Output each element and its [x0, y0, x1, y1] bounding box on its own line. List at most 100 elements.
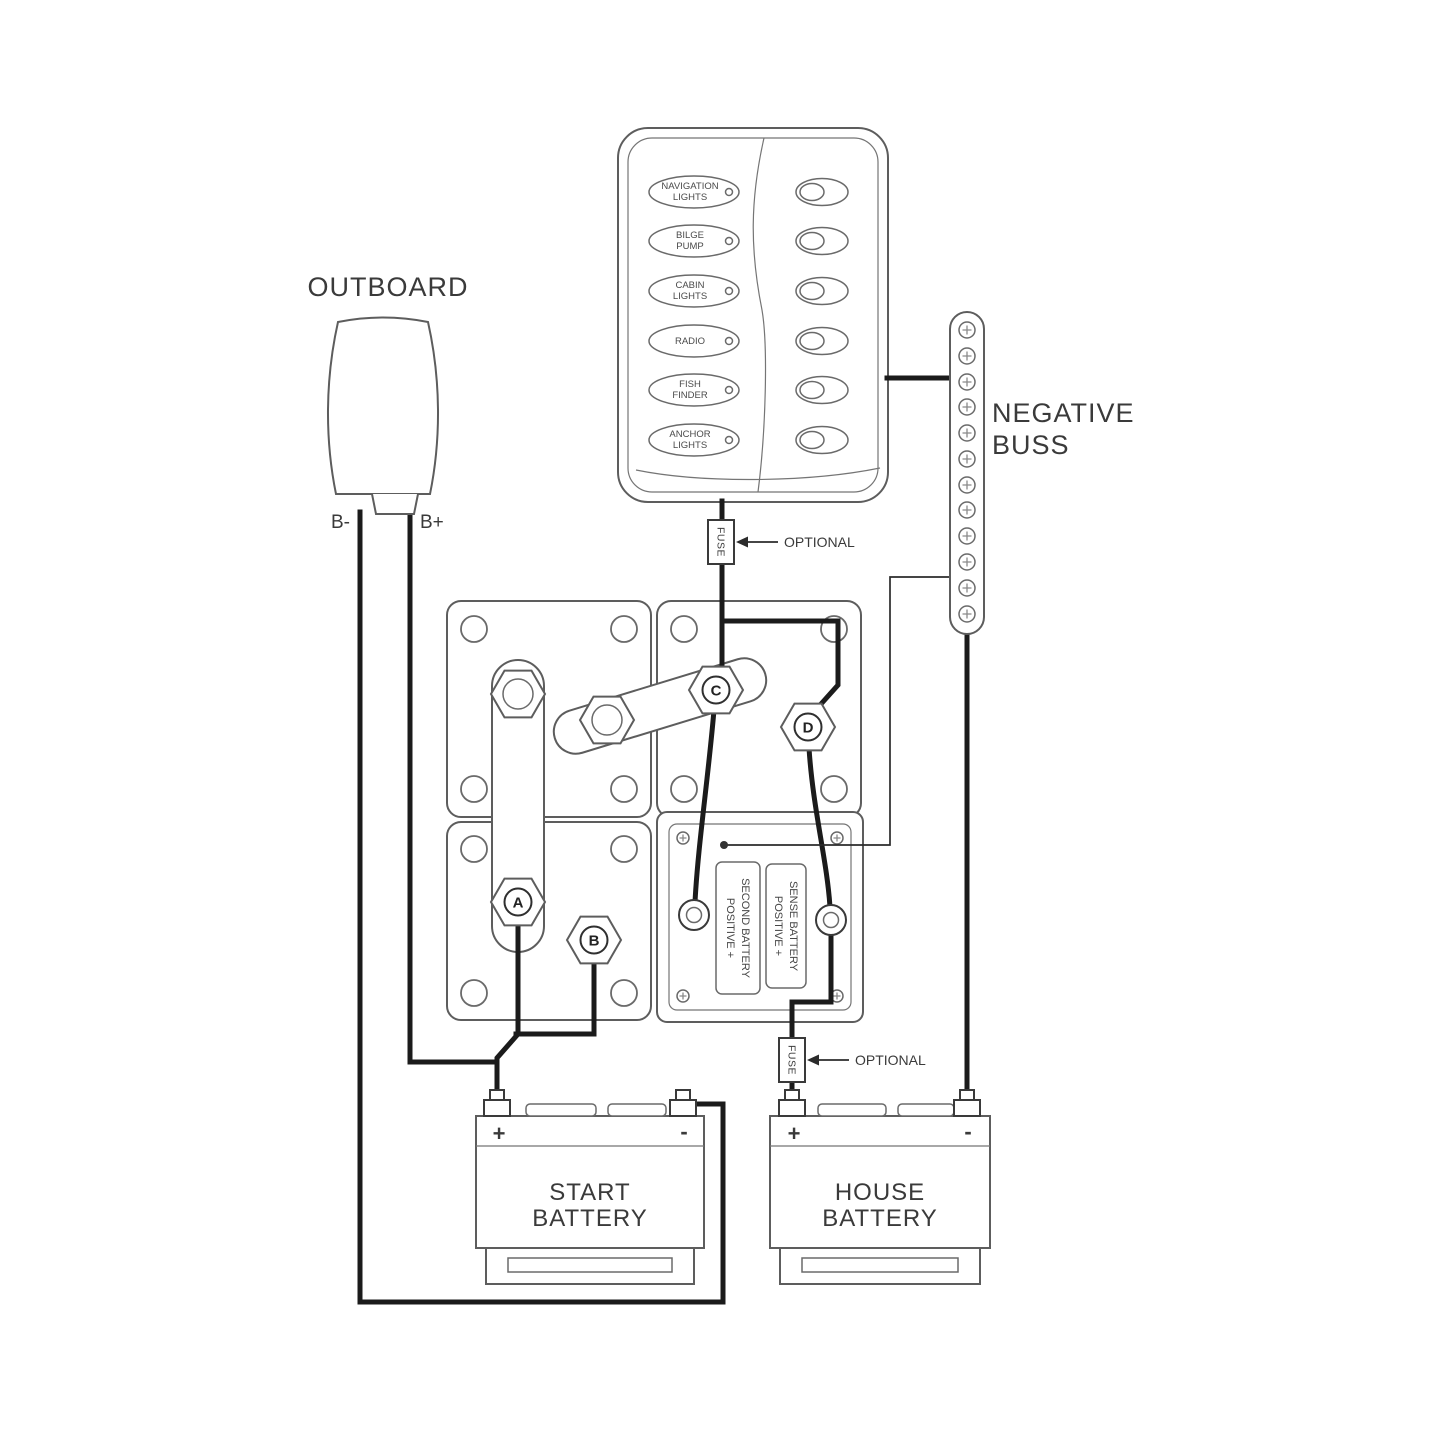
battery-base-slot	[507, 1257, 673, 1273]
switch-label-line2: LIGHTS	[673, 291, 707, 302]
battery-body	[475, 1115, 705, 1249]
terminal-a: A	[489, 877, 547, 927]
switch-panel-body	[617, 127, 889, 503]
negative-label: -	[680, 1119, 687, 1144]
terminal-letter: A	[513, 895, 524, 912]
screw-icon	[958, 398, 976, 416]
positive-label: +	[788, 1121, 801, 1146]
optional-arrow-icon	[807, 1054, 819, 1066]
optional-label: OPTIONAL	[855, 1052, 926, 1068]
switch-panel: NAVIGATION LIGHTS BILGE PUMP CABIN LIGHT…	[617, 127, 889, 503]
switch-label-line1: NAVIGATION	[661, 181, 718, 192]
indicator-light-icon	[724, 336, 734, 346]
mount-hole	[460, 775, 488, 803]
negative-label: -	[964, 1119, 971, 1144]
terminal-b: B	[565, 915, 623, 965]
wire-acr-ground-to-buss	[726, 576, 951, 846]
rocker-switch-button	[799, 281, 825, 301]
terminal-c: C	[687, 665, 745, 715]
switch-label-line1: ANCHOR	[669, 429, 710, 440]
switch-row-navigation-lights: NAVIGATION LIGHTS	[648, 175, 849, 209]
battery-name-line1: START	[549, 1179, 630, 1206]
fuse-body	[778, 1037, 806, 1083]
positive-label: +	[493, 1121, 506, 1146]
acr-ground-point	[720, 841, 728, 849]
optional-label: OPTIONAL	[784, 534, 855, 550]
rocker-switch-button	[799, 380, 825, 400]
fuse-label: FUSE	[786, 1045, 798, 1075]
mount-hole	[460, 979, 488, 1007]
indicator-light-icon	[724, 385, 734, 395]
switch-label-oval	[648, 175, 740, 209]
switch-row-bilge-pump: BILGE PUMP	[648, 224, 849, 258]
terminal-post-base	[953, 1099, 981, 1117]
indicator-light-icon	[724, 236, 734, 246]
terminal-letter: C	[711, 683, 722, 700]
terminal-letter-circle	[503, 887, 533, 917]
battery-name-line1: HOUSE	[835, 1179, 925, 1206]
fuse-bottom: FUSE OPTIONAL	[778, 1037, 926, 1083]
mount-hole	[820, 775, 848, 803]
screw-icon	[958, 527, 976, 545]
outboard-title: OUTBOARD	[307, 272, 468, 302]
mount-hole	[670, 775, 698, 803]
acr-label-line2: POSITIVE +	[772, 896, 784, 956]
battery-cell-caps	[897, 1103, 955, 1117]
battery-terminal-posts	[483, 1089, 981, 1117]
switch-row-radio: RADIO	[648, 324, 849, 358]
switch-label-oval	[648, 324, 740, 358]
screw-icon	[958, 605, 976, 623]
screw-icon	[958, 476, 976, 494]
mount-hole	[610, 615, 638, 643]
terminal-post-base	[483, 1099, 511, 1117]
switch-label-line2: LIGHTS	[673, 440, 707, 451]
switch-label-line2: PUMP	[676, 241, 703, 252]
acr-sense-battery-label: SENSE BATTERY POSITIVE +	[772, 881, 799, 972]
outboard-mount	[371, 493, 419, 515]
screw-icon	[958, 553, 976, 571]
switch-label-oval	[648, 274, 740, 308]
screw-icon	[958, 321, 976, 339]
wire-acr-to-fuse-bottom	[789, 931, 834, 1043]
battery-cell-caps	[607, 1103, 667, 1117]
acr-label-line1: SENSE BATTERY	[787, 881, 799, 972]
indicator-light-icon	[724, 187, 734, 197]
terminal-d: D	[779, 702, 837, 752]
screw-icon	[958, 501, 976, 519]
switch-row-cabin-lights: CABIN LIGHTS	[648, 274, 849, 308]
acr-label-plate-second-battery	[715, 861, 761, 995]
wire-bminus-to-start-negative	[357, 509, 726, 1305]
terminal-post-base	[669, 1099, 697, 1117]
switch-row-anchor-lights: ANCHOR LIGHTS	[648, 423, 849, 457]
wire-terminal-b-join	[513, 959, 597, 1037]
acr-stud-right-center	[822, 911, 840, 929]
b-minus-label: B-	[331, 512, 350, 533]
switch-panel-bottom-curve	[635, 467, 881, 481]
switch-label-line1: FISH	[679, 379, 701, 390]
mount-hole	[460, 835, 488, 863]
terminal-letter-circle	[701, 675, 731, 705]
indicator-light-icon	[724, 286, 734, 296]
b-plus-label: B+	[420, 512, 444, 533]
switch-label-line1: BILGE	[676, 230, 704, 241]
terminal-letter-circle	[579, 925, 609, 955]
studs: A B C D	[489, 665, 847, 965]
rocker-switch-button	[799, 430, 825, 450]
switch-label-line2: LIGHTS	[673, 192, 707, 203]
acr-unit: SECOND BATTERY POSITIVE + SENSE BATTERY …	[656, 811, 864, 1023]
start-battery: START BATTERY + -	[475, 1103, 705, 1285]
battery-cell-caps	[525, 1103, 597, 1117]
wire-terminal-a-to-start-positive	[494, 925, 521, 1103]
mount-hole	[610, 979, 638, 1007]
switch-label-oval	[648, 224, 740, 258]
acr-label-line1: SECOND BATTERY	[739, 878, 751, 978]
wire-branch-to-terminal-d	[719, 618, 841, 708]
switch-label-line1: RADIO	[675, 336, 705, 347]
terminal-letter-circle	[793, 712, 823, 742]
switch-label-line1: CABIN	[675, 280, 704, 291]
fuse-label: FUSE	[715, 527, 727, 557]
rocker-switch-button	[799, 331, 825, 351]
house-battery: HOUSE BATTERY + -	[769, 1103, 991, 1285]
wire-terminal-c-to-acr-stud	[692, 707, 717, 905]
negative-buss-title-line2: BUSS	[992, 430, 1070, 460]
